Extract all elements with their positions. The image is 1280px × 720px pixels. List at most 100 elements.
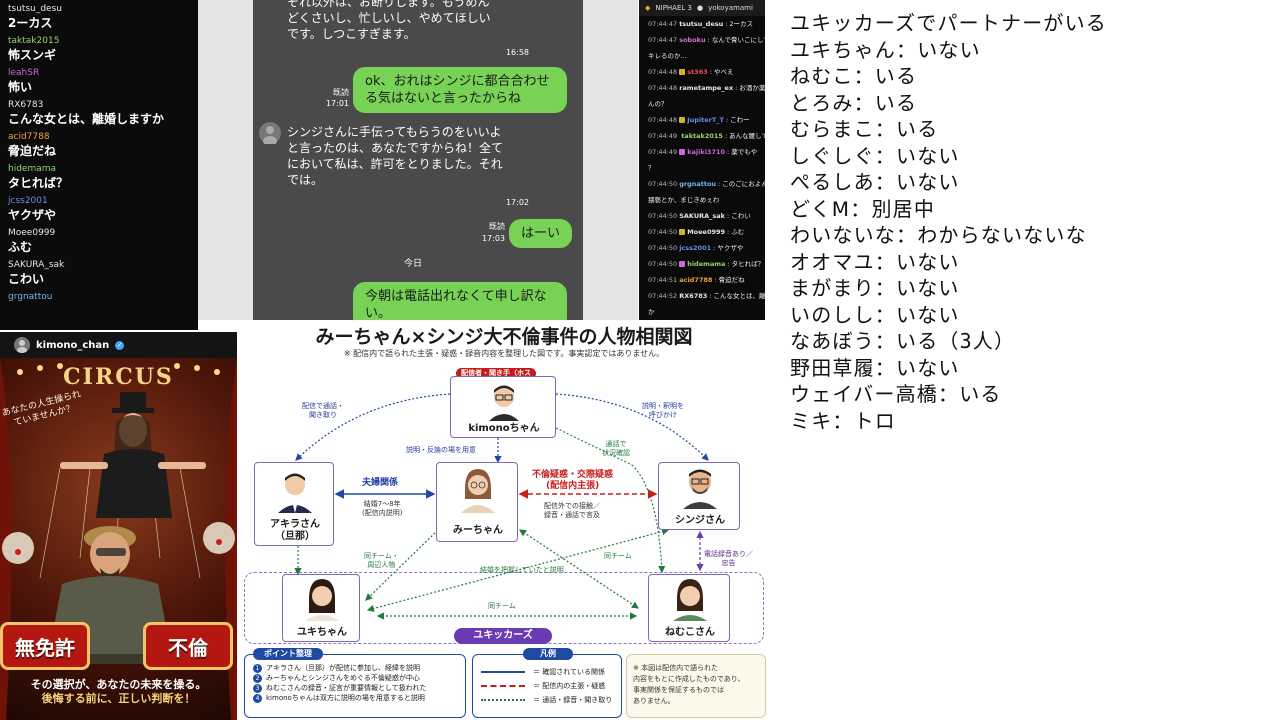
chat-badge-icon: [679, 69, 686, 75]
chat-username[interactable]: JupiterT_T: [687, 115, 724, 124]
chat-username[interactable]: hidemama: [687, 259, 726, 268]
person-name-yuki: ユキちゃん: [297, 627, 347, 638]
puppeteer-figure: [60, 392, 206, 518]
chat-username[interactable]: jcss2001: [8, 196, 48, 206]
chat-username[interactable]: leahSR: [8, 68, 40, 78]
person-box-host: kimonoちゃん: [450, 376, 556, 438]
chat-username[interactable]: SAKURA_sak: [8, 260, 65, 270]
chat-text: ふむ: [731, 227, 745, 236]
chat-message: 猥褻とか、まじきめぇわ: [639, 192, 765, 208]
chat-timestamp: 07:44:47: [648, 35, 678, 44]
chat-badge-icon: [679, 117, 686, 123]
chat-text: こわい: [8, 272, 45, 286]
woman-glasses-avatar-icon: [461, 469, 495, 513]
legend-item: ＝ 配信内の主張・疑惑: [481, 679, 613, 693]
chat-username[interactable]: RX6783: [679, 291, 708, 300]
diagram-subtitle: ※ 配信内で語られた主張・疑惑・録音内容を整理した図です。事実認定ではありません…: [343, 349, 665, 358]
chat-timestamp: 07:44:50: [648, 179, 678, 188]
chat-username[interactable]: tsutsu_desu: [8, 4, 62, 14]
list-line: とろみ：いる: [790, 90, 918, 115]
chat-separator: :: [726, 211, 730, 220]
chat-username[interactable]: taktak2015: [8, 36, 60, 46]
channel-name[interactable]: kimono_chan: [36, 339, 110, 351]
chat-username[interactable]: Moee0999: [8, 228, 56, 238]
chat-username[interactable]: acid7788: [8, 132, 50, 142]
list-line: まがまり：いない: [790, 276, 960, 300]
chat-text: あんな腰して: [729, 131, 765, 140]
man-suit-avatar-icon: [278, 473, 312, 513]
chat-timestamp: 07:44:50: [648, 243, 678, 252]
chat-username[interactable]: grgnattou: [8, 292, 53, 302]
chat-username[interactable]: Moee0999: [687, 227, 726, 236]
contact-avatar: [259, 122, 281, 146]
chat-username[interactable]: acid7788: [679, 275, 713, 284]
chat-separator: :: [727, 227, 730, 236]
chat-username[interactable]: taktak2015: [681, 131, 723, 140]
chat-separator: :: [707, 35, 710, 44]
chat-message: んの？: [639, 96, 765, 112]
chat-timestamp: 07:44:50: [648, 259, 678, 268]
label-same-team-left: 同チーム・ 周辺人物: [364, 552, 399, 569]
chat-timestamp: 07:44:49: [648, 131, 678, 140]
label-marriage-detail: 結婚7〜8年 (配信内説明): [362, 500, 403, 517]
points-title: ポイント整理: [253, 648, 323, 660]
label-nemuko-shinji: 電話録音あり／ 忠告: [704, 550, 753, 567]
line-chat-screenshot: それ以外は、お断りします。もうめんどくさいし、忙しいし、やめてほしいです。しつこ…: [253, 0, 583, 320]
badge-icon: ◆: [645, 4, 651, 12]
chat-timestamp: 07:44:48: [648, 83, 678, 92]
channel-avatar[interactable]: [14, 337, 30, 353]
chat-username[interactable]: kajiki3710: [687, 147, 726, 156]
chat-username[interactable]: hidemama: [8, 164, 57, 174]
message-time: 16:58: [505, 48, 529, 57]
person-box-akira: アキラさん （旦那）: [254, 462, 334, 546]
chat-timestamp: 07:44:47: [648, 19, 678, 28]
read-receipt: 既読: [333, 88, 349, 97]
list-line: むらまこ：いる: [790, 117, 939, 141]
person-name-nemuko: ねむこさん: [665, 627, 715, 638]
chat-username[interactable]: jcss2001: [679, 243, 712, 252]
read-receipt: 既読: [489, 222, 505, 231]
chat-username[interactable]: rametampe_ex: [679, 83, 734, 92]
chat-separator: :: [709, 291, 712, 300]
chat-username[interactable]: RX6783: [8, 100, 44, 110]
chat-username[interactable]: soboku: [679, 35, 706, 44]
chat-username[interactable]: tsutsu_desu: [679, 19, 724, 28]
chat-username[interactable]: grgnattou: [679, 179, 717, 188]
woman-avatar-icon: [673, 579, 707, 621]
person-name-akira: アキラさん （旦那）: [270, 519, 320, 542]
chat-text: 薬でもや: [731, 147, 758, 156]
chat-text: 2ーカス: [729, 19, 754, 28]
chat-timestamp: 07:44:50: [648, 227, 678, 236]
person-name-mii: みーちゃん: [453, 525, 503, 536]
person-box-yuki: ユキちゃん: [282, 574, 360, 642]
label-affair-note: (配信内主張): [546, 481, 600, 491]
incoming-message-1: それ以外は、お断りします。もうめんどくさいし、忙しいし、やめてほしいです。しつこ…: [287, 0, 491, 41]
stream-poster: kimono_chan ✓: [0, 332, 237, 720]
chat-username[interactable]: st363: [687, 67, 708, 76]
chat-separator: :: [709, 67, 712, 76]
list-line: ユキちゃん：いない: [790, 37, 981, 62]
chat-username[interactable]: SAKURA_sak: [679, 211, 725, 220]
label-same-team-right: 同チーム: [604, 552, 632, 560]
list-line: ウェイバー高橋：いる: [790, 382, 1002, 406]
list-line: しぐしぐ：いない: [790, 143, 960, 168]
label-marriage: 夫婦関係: [362, 478, 399, 488]
chat-timestamp: 07:44:51: [648, 275, 678, 284]
chat-separator: :: [727, 259, 730, 268]
chat-timestamp: 07:44:49: [648, 147, 678, 156]
